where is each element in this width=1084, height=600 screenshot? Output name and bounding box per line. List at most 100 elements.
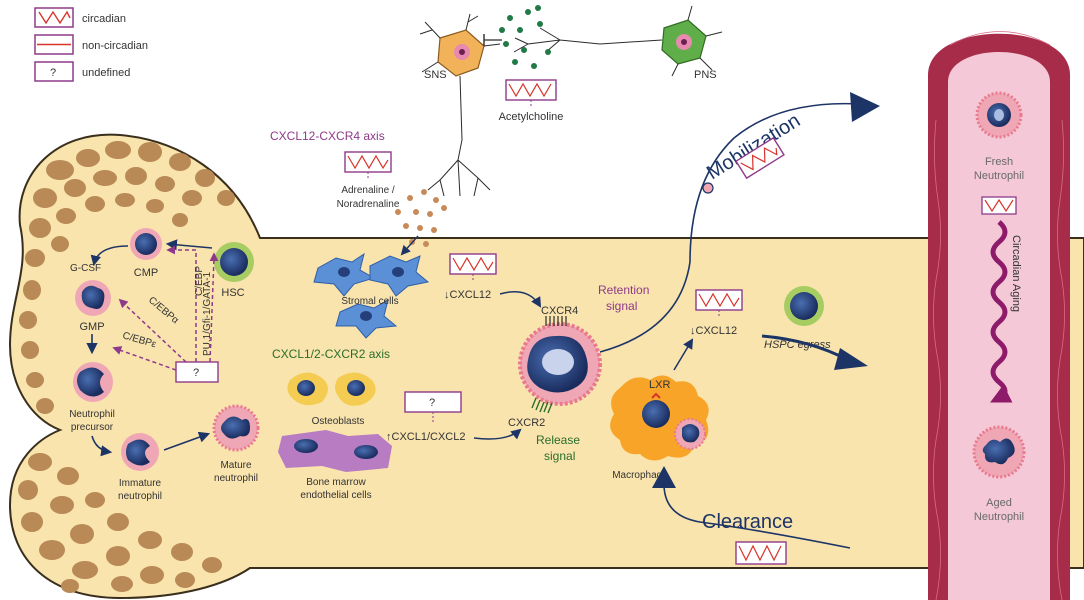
legend: circadian non-circadian ? undefined	[34, 7, 148, 82]
aging-circadian-wave	[984, 198, 1014, 213]
clearance-curve	[663, 483, 851, 549]
hsc-label: HSC	[221, 287, 244, 299]
cxcl12-cxcr4-axis-title: CXCL12-CXCR4 axis	[270, 129, 385, 143]
clearance-circadian-box	[735, 541, 787, 565]
hsc-cell	[214, 242, 254, 282]
acetylcholine-label: Acetylcholine	[499, 111, 564, 123]
legend-circadian-box	[34, 7, 74, 28]
cxcl12-circadian-wave	[452, 256, 494, 272]
precursor-to-immature-arrow	[91, 435, 113, 457]
spongy-bone-top	[19, 141, 235, 414]
macrophage	[610, 375, 709, 461]
legend-undefined-box	[34, 61, 74, 82]
hematopoiesis-undefined-box	[175, 361, 219, 383]
acetylcholine-circadian-wave	[508, 82, 552, 98]
mobilization-arrowhead	[850, 92, 880, 122]
vessel-lumen	[948, 52, 1050, 600]
pu1-label-1: C/EBP	[194, 266, 205, 296]
mobilizing-neutrophil	[702, 182, 714, 194]
bm-endothelial-label-1: Bone marrow	[306, 477, 366, 488]
pns-label: PNS	[694, 69, 717, 81]
sns-label: SNS	[424, 69, 447, 81]
cxcr4-receptors	[545, 316, 567, 326]
retention-signal-label-1: Retention	[598, 283, 649, 297]
mobilization-circadian-box	[735, 136, 785, 180]
spongy-bone-bottom	[18, 453, 222, 593]
release-signal-label-2: signal	[544, 449, 575, 463]
transcription-factor-arrows	[112, 245, 219, 371]
endothelial-cells	[278, 430, 392, 472]
bm-endothelial-label-2: endothelial cells	[300, 490, 371, 501]
vessel-wall-texture	[933, 31, 1065, 600]
neutrophil-precursor-cell	[73, 362, 113, 402]
macrophage-label: Macrophage	[612, 470, 668, 481]
gmp-cell	[75, 280, 111, 316]
pu1-label-2: PU.1/Gfi-1/GATA-1	[202, 271, 213, 356]
bone-marrow-niche: Stromal cells ↓CXCL12 CXCL1/2-CXCR2 axis…	[272, 235, 649, 501]
hsc-to-cmp-arrow	[165, 239, 213, 251]
cmp-label: CMP	[134, 267, 158, 279]
cxcl1-cxcl2-up-label: ↑CXCL1/CXCL2	[386, 431, 465, 443]
cxcr2-receptors	[531, 397, 553, 414]
adrenaline-circadian-wave	[347, 154, 389, 170]
immature-label-2: neutrophil	[118, 491, 162, 502]
noradrenaline-to-stromal-arrow	[400, 235, 419, 256]
release-signal-label-1: Release	[536, 433, 580, 447]
stromal-label: Stromal cells	[341, 296, 398, 307]
hspc-cxcl12-circadian-wave	[698, 292, 740, 308]
stromal-nuclei	[338, 267, 404, 321]
precursor-label-2: precursor	[71, 422, 114, 433]
gmp-label: GMP	[79, 321, 104, 333]
mature-neutrophil-cell	[212, 404, 260, 452]
fresh-neutrophil-label-1: Fresh	[985, 156, 1013, 168]
fresh-neutrophil	[975, 91, 1023, 139]
legend-circadian-wave	[38, 10, 71, 25]
osteoblasts-label: Osteoblasts	[312, 416, 365, 427]
adrenaline-label-1: Adrenaline /	[341, 185, 395, 196]
legend-circadian-label: circadian	[82, 13, 126, 25]
retention-signal-label-2: signal	[606, 299, 637, 313]
blood-vessel: Fresh Neutrophil Circadian Aging Aged Ne…	[928, 31, 1070, 600]
gcsf-arrow	[90, 245, 129, 267]
immature-neutrophil-cell	[121, 433, 159, 471]
acetylcholine-dots	[499, 5, 551, 69]
mature-label-1: Mature	[220, 460, 252, 471]
cxcl12-cxcr2-axis-title: CXCL1/2-CXCR2 axis	[272, 347, 390, 361]
cxcr4-label: CXCR4	[541, 305, 578, 317]
mobilization-curve	[599, 97, 863, 353]
retained-neutrophil	[518, 322, 602, 406]
macrophage-to-cxcl12-arrow	[673, 338, 694, 371]
cxcl12-down-label: ↓CXCL12	[444, 289, 491, 301]
clearance-arrowhead	[652, 466, 676, 488]
hspc-cell	[784, 286, 824, 326]
adrenaline-label-2: Noradrenaline	[337, 199, 400, 210]
aged-neutrophil-label-1: Aged	[986, 497, 1012, 509]
hspc-egress-label: HSPC egress	[764, 339, 831, 351]
fresh-neutrophil-label-2: Neutrophil	[974, 170, 1024, 182]
legend-undefined-label: undefined	[82, 67, 130, 79]
lxr-label: LXR	[649, 379, 670, 391]
gcsf-label: G-CSF	[70, 263, 101, 274]
mature-label-2: neutrophil	[214, 473, 258, 484]
clearance-circadian-wave	[738, 544, 782, 562]
clearance-label: Clearance	[702, 511, 793, 533]
cxcr2-label: CXCR2	[508, 417, 545, 429]
hematopoiesis: HSC CMP G-CSF GMP Neutrophil precursor	[69, 228, 260, 502]
cxcl1-to-release-arrow	[473, 428, 522, 440]
aged-neutrophil-label-2: Neutrophil	[974, 511, 1024, 523]
precursor-label-1: Neutrophil	[69, 409, 115, 420]
immature-label-1: Immature	[119, 478, 162, 489]
pns-axon	[513, 5, 723, 77]
osteoblasts	[287, 372, 376, 406]
immature-to-mature-arrow	[163, 431, 211, 451]
circadian-aging-label: Circadian Aging	[1010, 235, 1022, 312]
circadian-aging-arrow	[990, 220, 1013, 403]
hspc-cxcl12-down-label: ↓CXCL12	[690, 325, 737, 337]
legend-undefined-symbol: ?	[50, 67, 56, 79]
cxcl12-to-retention-arrow	[499, 291, 542, 308]
cxcl12-undefined-symbol: ?	[429, 397, 435, 409]
aged-neutrophil	[972, 425, 1026, 479]
acetylcholine-circadian-box	[505, 79, 557, 101]
hematopoiesis-undefined-symbol: ?	[193, 367, 199, 379]
